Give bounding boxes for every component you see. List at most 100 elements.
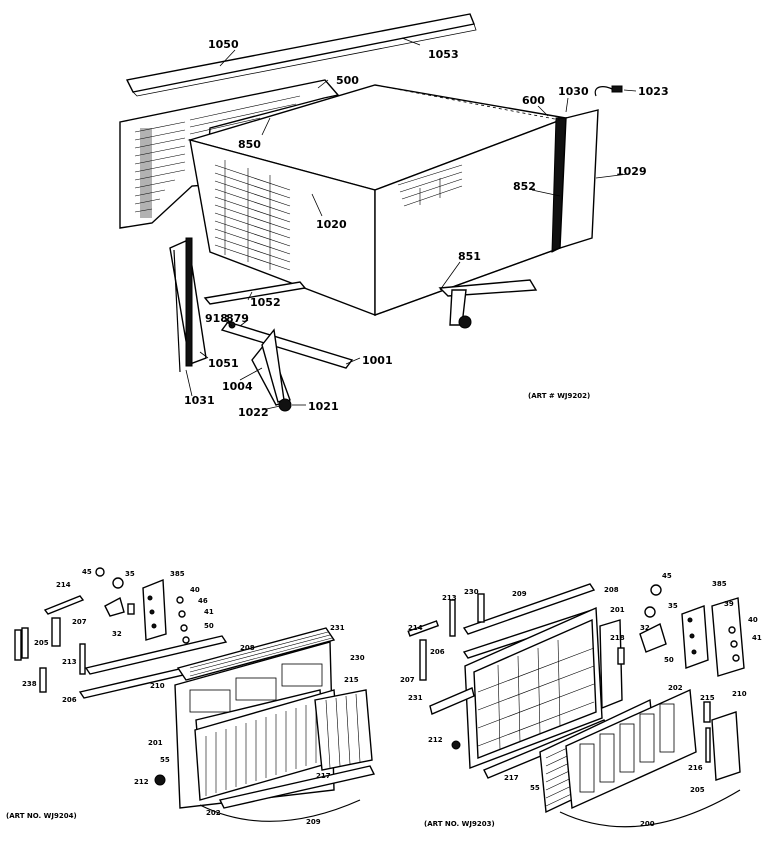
left-exploded-diagram: 214 45 35 385 40 46 41 50 207 205 32 238… bbox=[6, 567, 376, 826]
right-label-205: 205 bbox=[690, 786, 705, 794]
left-filter bbox=[314, 689, 373, 771]
left-label-217: 217 bbox=[316, 772, 331, 780]
left-label-206: 206 bbox=[62, 696, 77, 704]
right-label-215: 215 bbox=[700, 694, 715, 702]
label-1020: 1020 bbox=[316, 218, 347, 231]
label-1050: 1050 bbox=[208, 38, 239, 51]
right-label-200: 200 bbox=[640, 820, 655, 828]
right-label-216: 216 bbox=[688, 764, 703, 772]
right-label-32: 32 bbox=[640, 624, 650, 632]
left-label-41: 41 bbox=[204, 608, 214, 616]
right-filter-frame bbox=[565, 688, 697, 810]
right-label-35: 35 bbox=[668, 602, 678, 610]
side-panel bbox=[559, 109, 599, 249]
left-label-201: 201 bbox=[148, 739, 163, 747]
art-number-left: (ART NO. WJ9204) bbox=[6, 812, 77, 820]
right-label-212: 212 bbox=[428, 736, 443, 744]
left-label-207: 207 bbox=[72, 618, 87, 626]
left-rail-1 bbox=[84, 635, 228, 675]
label-918: 918 bbox=[205, 312, 228, 325]
side-angle bbox=[169, 237, 207, 373]
left-bracket-curve bbox=[199, 799, 361, 822]
label-1021: 1021 bbox=[308, 400, 339, 413]
right-label-206: 206 bbox=[430, 648, 445, 656]
right-label-201: 201 bbox=[610, 606, 625, 614]
label-500: 500 bbox=[336, 74, 359, 87]
top-trim-bar bbox=[125, 13, 477, 97]
label-879: 879 bbox=[226, 312, 249, 325]
drain-hose bbox=[594, 86, 615, 97]
left-label-210: 210 bbox=[150, 682, 165, 690]
right-side-strip bbox=[429, 687, 475, 715]
label-1001: 1001 bbox=[362, 354, 393, 367]
label-1031: 1031 bbox=[184, 394, 215, 407]
left-label-46: 46 bbox=[198, 597, 208, 605]
left-label-238: 238 bbox=[22, 680, 37, 688]
right-label-214: 214 bbox=[408, 624, 423, 632]
left-label-45: 45 bbox=[82, 568, 92, 576]
label-850: 850 bbox=[238, 138, 261, 151]
art-number-top: (ART # WJ9202) bbox=[528, 392, 590, 400]
label-851: 851 bbox=[458, 250, 481, 263]
top-leader-lines bbox=[185, 37, 637, 411]
left-label-385: 385 bbox=[170, 570, 185, 578]
right-label-218: 218 bbox=[610, 634, 625, 642]
right-rail-1 bbox=[462, 583, 596, 635]
right-exploded-diagram: 213 230 209 208 45 385 201 214 35 39 218… bbox=[400, 572, 762, 828]
left-label-50: 50 bbox=[204, 622, 214, 630]
brace bbox=[228, 321, 292, 412]
right-label-50: 50 bbox=[664, 656, 674, 664]
left-label-231: 231 bbox=[330, 624, 345, 632]
label-1022: 1022 bbox=[238, 406, 269, 419]
left-label-214: 214 bbox=[56, 581, 71, 589]
right-label-231: 231 bbox=[408, 694, 423, 702]
right-bracket-curve bbox=[559, 789, 741, 828]
label-1051: 1051 bbox=[208, 357, 239, 370]
left-label-230: 230 bbox=[350, 654, 365, 662]
left-label-212: 212 bbox=[134, 778, 149, 786]
right-label-41: 41 bbox=[752, 634, 762, 642]
support-bracket bbox=[203, 279, 538, 329]
label-1023: 1023 bbox=[638, 85, 669, 98]
right-label-230: 230 bbox=[464, 588, 479, 596]
left-label-32: 32 bbox=[112, 630, 122, 638]
left-label-40: 40 bbox=[190, 586, 200, 594]
left-hardware bbox=[14, 567, 190, 693]
top-exploded-diagram: 1050 1053 500 850 600 1030 1023 1029 852… bbox=[119, 13, 669, 419]
label-1030: 1030 bbox=[558, 85, 589, 98]
right-label-213: 213 bbox=[442, 594, 457, 602]
right-label-55: 55 bbox=[530, 784, 540, 792]
cabinet-wrapper bbox=[187, 84, 569, 317]
left-label-202: 202 bbox=[206, 809, 221, 817]
right-label-208: 208 bbox=[604, 586, 619, 594]
right-label-209: 209 bbox=[512, 590, 527, 598]
label-852: 852 bbox=[513, 180, 536, 193]
right-label-385: 385 bbox=[712, 580, 727, 588]
left-label-213: 213 bbox=[62, 658, 77, 666]
left-bottom-strip bbox=[218, 765, 376, 809]
right-label-40: 40 bbox=[748, 616, 758, 624]
left-label-208: 208 bbox=[240, 644, 255, 652]
right-label-210: 210 bbox=[732, 690, 747, 698]
art-number-right: (ART NO. WJ9203) bbox=[424, 820, 495, 828]
label-1053: 1053 bbox=[428, 48, 459, 61]
label-1052: 1052 bbox=[250, 296, 281, 309]
right-label-45: 45 bbox=[662, 572, 672, 580]
support-rail bbox=[220, 321, 354, 369]
left-label-205: 205 bbox=[34, 639, 49, 647]
right-label-202: 202 bbox=[668, 684, 683, 692]
right-label-217: 217 bbox=[504, 774, 519, 782]
left-label-35: 35 bbox=[125, 570, 135, 578]
label-1029: 1029 bbox=[616, 165, 647, 178]
label-1004: 1004 bbox=[222, 380, 253, 393]
left-label-215: 215 bbox=[344, 676, 359, 684]
right-label-207: 207 bbox=[400, 676, 415, 684]
right-label-39: 39 bbox=[724, 600, 734, 608]
left-label-209: 209 bbox=[306, 818, 321, 826]
label-600: 600 bbox=[522, 94, 545, 107]
right-front-frame bbox=[464, 606, 623, 769]
left-label-55: 55 bbox=[160, 756, 170, 764]
left-coil bbox=[176, 627, 336, 681]
